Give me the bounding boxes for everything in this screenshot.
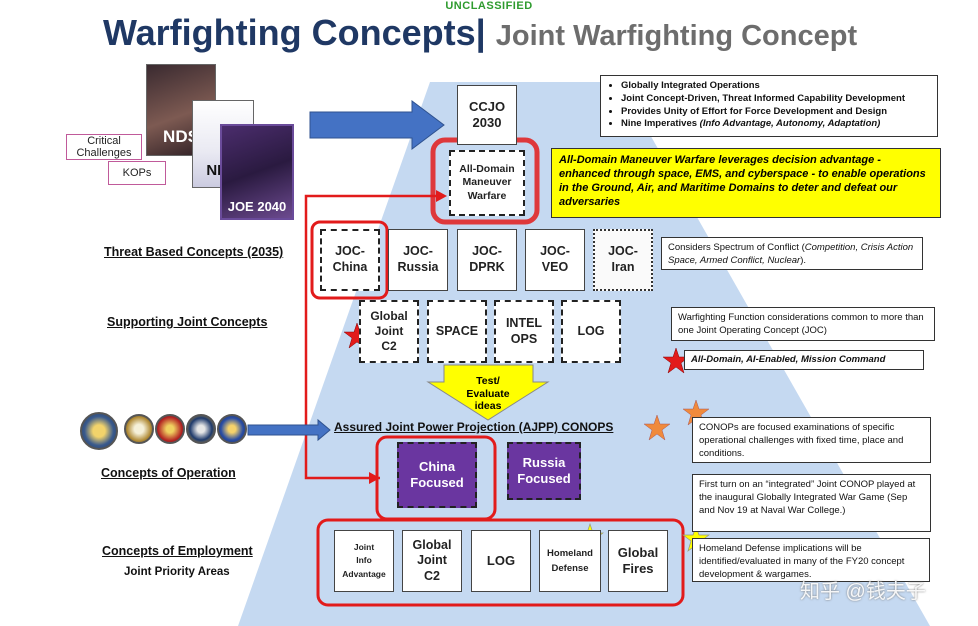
ajpp-label: Assured Joint Power Projection (AJPP) CO…	[334, 420, 614, 434]
first-turn-note: First turn on an “integrated” Joint CONO…	[692, 474, 931, 532]
seal-navy-icon	[186, 414, 216, 444]
nds-label: NDS	[163, 127, 199, 146]
employ-log: LOG	[471, 530, 531, 592]
joc-dprk: JOC-DPRK	[457, 229, 517, 291]
red-connector-line	[304, 194, 437, 480]
joe-document: JOE 2040	[220, 124, 294, 220]
spectrum-note: Considers Spectrum of Conflict (Competit…	[661, 237, 923, 270]
red-star-note: All-Domain, AI-Enabled, Mission Command	[684, 350, 924, 370]
support-space: SPACE	[427, 300, 487, 363]
joc-veo: JOC-VEO	[525, 229, 585, 291]
seal-army-icon	[124, 414, 154, 444]
seal-joint-staff-icon	[80, 412, 118, 450]
row-supporting: Supporting Joint Concepts	[107, 315, 268, 329]
orange-star-icon	[643, 414, 671, 441]
row-threat: Threat Based Concepts (2035)	[104, 245, 284, 259]
title-main: Warfighting Concepts|	[103, 12, 486, 53]
support-log: LOG	[561, 300, 621, 363]
yellow-note: All-Domain Maneuver Warfare leverages de…	[551, 148, 941, 218]
conops-note: CONOPs are focused examinations of speci…	[692, 417, 931, 463]
critical-challenges-label: Critical Challenges	[66, 134, 142, 160]
seal-air-force-icon	[217, 414, 247, 444]
wff-note: Warfighting Function considerations comm…	[671, 307, 935, 341]
joc-iran: JOC-Iran	[593, 229, 653, 291]
test-evaluate-arrow	[426, 364, 550, 421]
joc-china: JOC-China	[320, 229, 380, 291]
joc-russia: JOC-Russia	[388, 229, 448, 291]
row-priority: Joint Priority Areas	[124, 566, 230, 578]
classification-banner: UNCLASSIFIED	[445, 0, 533, 12]
blue-arrow-seals	[247, 418, 331, 442]
joe-label: JOE 2040	[227, 199, 287, 214]
watermark: 知乎 @钱夫子	[800, 581, 926, 603]
row-employment: Concepts of Employment	[102, 544, 253, 558]
seal-marines-icon	[155, 414, 185, 444]
kops-label: KOPs	[108, 161, 166, 185]
homeland-note: Homeland Defense implications will be id…	[692, 538, 930, 582]
title-sub: Joint Warfighting Concept	[495, 20, 858, 52]
row-operation: Concepts of Operation	[101, 466, 236, 480]
page-title: Warfighting Concepts| Joint Warfighting …	[103, 12, 857, 54]
joc-china-highlight	[310, 220, 389, 300]
top-bullets: Globally Integrated Operations Joint Con…	[600, 75, 938, 137]
blue-arrow-docs	[309, 100, 445, 150]
employment-highlight	[316, 518, 685, 607]
